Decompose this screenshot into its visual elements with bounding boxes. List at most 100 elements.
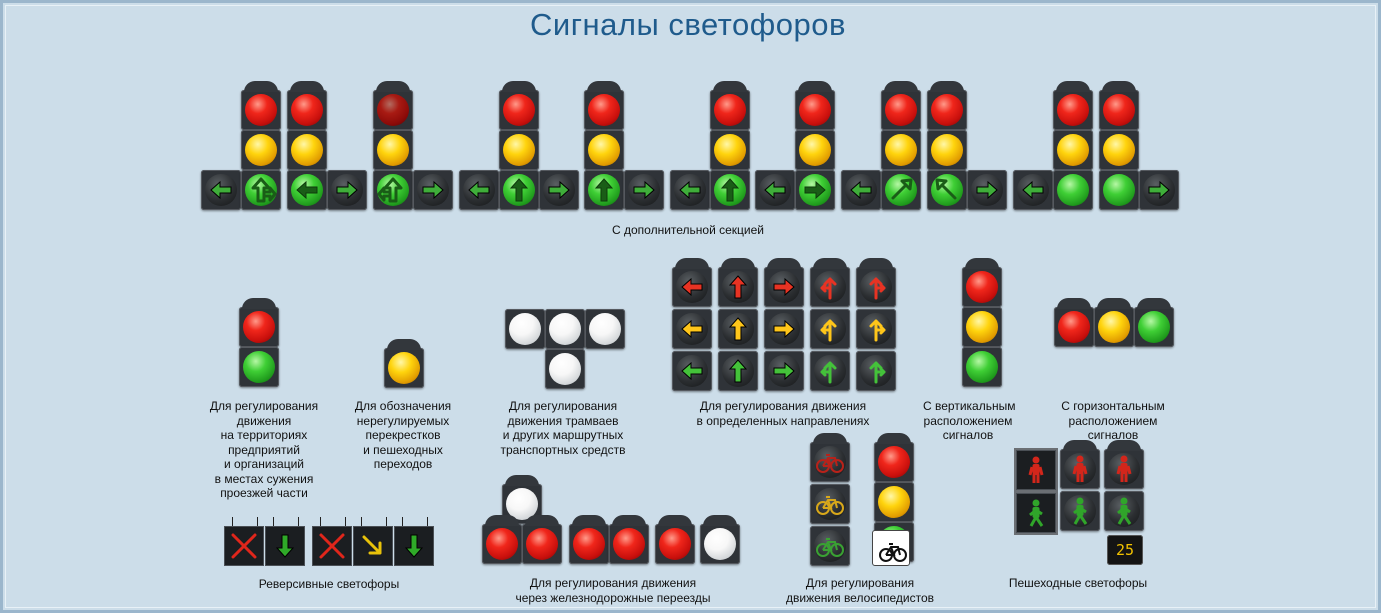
off-lamp — [1143, 174, 1175, 206]
mount-bracket — [361, 517, 387, 526]
caption-line: в определенных направлениях — [696, 413, 870, 428]
off-lamp — [814, 313, 846, 345]
off-lamp — [722, 355, 754, 387]
red-lamp — [613, 528, 645, 560]
yellow-lamp — [931, 134, 963, 166]
horizontal-signal-section — [1134, 298, 1174, 347]
red-section — [710, 81, 750, 130]
tram-white-section — [545, 349, 585, 389]
red-lamp — [526, 528, 558, 560]
green-arrow-section — [710, 170, 750, 210]
flashing-yellow-section — [384, 339, 424, 388]
yellow-lamp — [1098, 311, 1130, 343]
white-lamp — [509, 313, 541, 345]
caption-line: сигналов — [1087, 428, 1139, 442]
caption-line: и организаций — [224, 457, 304, 471]
off-lamp — [628, 174, 660, 206]
cyclist-section — [810, 433, 850, 482]
mount-bracket — [232, 517, 258, 526]
yellow-lamp — [377, 134, 409, 166]
green-arrow-section — [881, 170, 921, 210]
pedestrian-green-section — [1104, 491, 1144, 531]
green-lamp — [588, 174, 620, 206]
caption-line: в местах сужения — [214, 471, 314, 486]
red-lamp — [931, 94, 963, 126]
off-lamp — [463, 174, 495, 206]
red-lamp — [1057, 94, 1089, 126]
green-arrow-section — [499, 170, 539, 210]
off-lamp — [674, 174, 706, 206]
cross-arrow-icon — [231, 533, 257, 559]
direction-arrow-section — [672, 309, 712, 349]
pedestrian-red-section — [1060, 440, 1100, 489]
green-lamp — [885, 174, 917, 206]
green-lamp — [799, 174, 831, 206]
off-lamp — [759, 174, 791, 206]
caption-line: расположением — [923, 413, 1013, 428]
horizontal-signal-section — [1054, 298, 1094, 347]
red-lamp — [486, 528, 518, 560]
direction-arrow-section — [764, 351, 804, 391]
additional-arrow-section — [327, 170, 367, 210]
additional-arrow-section — [539, 170, 579, 210]
off-lamp — [768, 355, 800, 387]
red-section — [1099, 81, 1139, 130]
red-lamp — [503, 94, 535, 126]
caption-line: транспортных средств — [500, 442, 626, 457]
yellow-lamp — [885, 134, 917, 166]
off-lamp — [543, 174, 575, 206]
caption-line: С горизонтальным — [1061, 399, 1165, 413]
railway-white-section — [700, 515, 740, 564]
diag-arrow-icon — [362, 535, 382, 555]
pedestrian-green-section — [1060, 491, 1100, 531]
red-lamp — [1103, 94, 1135, 126]
cyclist-section — [810, 484, 850, 524]
red-section — [373, 81, 413, 130]
green-arrow-section — [1099, 170, 1139, 210]
off-lamp — [814, 271, 846, 303]
off-lamp — [1064, 495, 1096, 527]
cross-arrow-icon — [319, 533, 345, 559]
caption-line: Для регулирования — [805, 576, 915, 590]
off-lamp — [417, 174, 449, 206]
direction-arrow-section — [672, 351, 712, 391]
caption-line: движения велосипедистов — [786, 590, 934, 605]
red-lamp — [659, 528, 691, 560]
caption-line: переходов — [373, 457, 433, 471]
additional-arrow-section — [841, 170, 881, 210]
red-lamp — [1058, 311, 1090, 343]
green-lamp — [714, 174, 746, 206]
bicycle-sign — [872, 530, 910, 566]
caption-line: Для обозначения — [354, 399, 452, 413]
red-lamp — [799, 94, 831, 126]
caption-line: Для регулирования движения — [699, 399, 867, 413]
page-title: Сигналы светофоров — [530, 7, 846, 42]
railway-red-section — [522, 515, 562, 564]
caption-line: расположением — [1068, 413, 1158, 428]
off-lamp — [676, 271, 708, 303]
red-lamp — [291, 94, 323, 126]
reversible-signal-panel — [394, 526, 434, 566]
yellow-section — [373, 130, 413, 170]
cyclist-additional-section — [874, 433, 914, 482]
yellow-lamp — [1103, 134, 1135, 166]
off-lamp — [377, 94, 409, 126]
off-lamp — [860, 271, 892, 303]
additional-arrow-section — [201, 170, 241, 210]
additional-arrow-section — [459, 170, 499, 210]
caption-line: и пешеходных — [363, 442, 443, 457]
red-section — [927, 81, 967, 130]
green-lamp — [1057, 174, 1089, 206]
white-lamp — [549, 353, 581, 385]
additional-arrow-section — [413, 170, 453, 210]
vertical-signal-section — [962, 347, 1002, 387]
reversible-signal-panel — [353, 526, 393, 566]
reversible-signal-panel — [312, 526, 352, 566]
walking-person-icon — [1029, 499, 1044, 527]
off-lamp — [814, 488, 846, 520]
red-section — [287, 81, 327, 130]
direction-arrow-section — [810, 309, 850, 349]
